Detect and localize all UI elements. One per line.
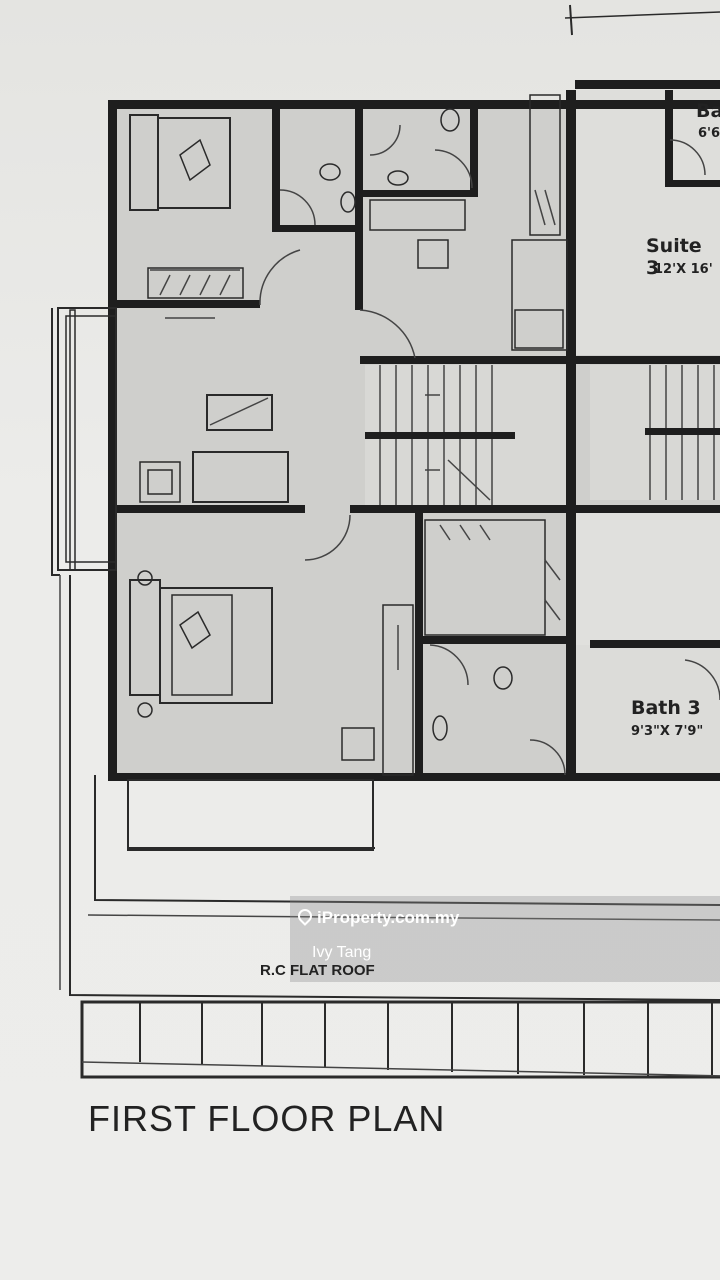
room-dim-bath: 6'6 bbox=[698, 126, 720, 141]
room-name-bath: Ba bbox=[696, 100, 720, 122]
roof-label: R.C FLAT ROOF bbox=[260, 962, 375, 979]
study-area bbox=[259, 94, 568, 359]
room-dim-bath3: 9'3"X 7'9" bbox=[631, 724, 704, 739]
balcony-left bbox=[57, 307, 117, 571]
bathroom-top bbox=[279, 108, 473, 226]
watermark-logo-text: iProperty.com.my bbox=[317, 908, 460, 927]
plan-title: FIRST FLOOR PLAN bbox=[88, 1098, 446, 1139]
location-pin-icon bbox=[295, 906, 315, 926]
watermark-logo: iProperty.com.my bbox=[295, 906, 460, 928]
room-name-suite3: Suite 3 bbox=[646, 235, 702, 279]
family-area bbox=[139, 317, 289, 503]
room-dim-suite3: 12'X 16' bbox=[654, 262, 713, 277]
dimension-mark bbox=[564, 4, 720, 36]
flat-roof bbox=[51, 308, 720, 1079]
staircase bbox=[365, 365, 720, 505]
master-bedroom bbox=[129, 514, 414, 776]
balcony-bottom bbox=[127, 779, 375, 851]
watermark-banner: iProperty.com.my Ivy Tang bbox=[290, 896, 720, 982]
bedroom-top-left bbox=[129, 114, 244, 299]
room-name-bath3: Bath 3 bbox=[631, 697, 701, 719]
watermark-agent: Ivy Tang bbox=[312, 944, 372, 961]
walk-in-wardrobe bbox=[424, 519, 566, 776]
